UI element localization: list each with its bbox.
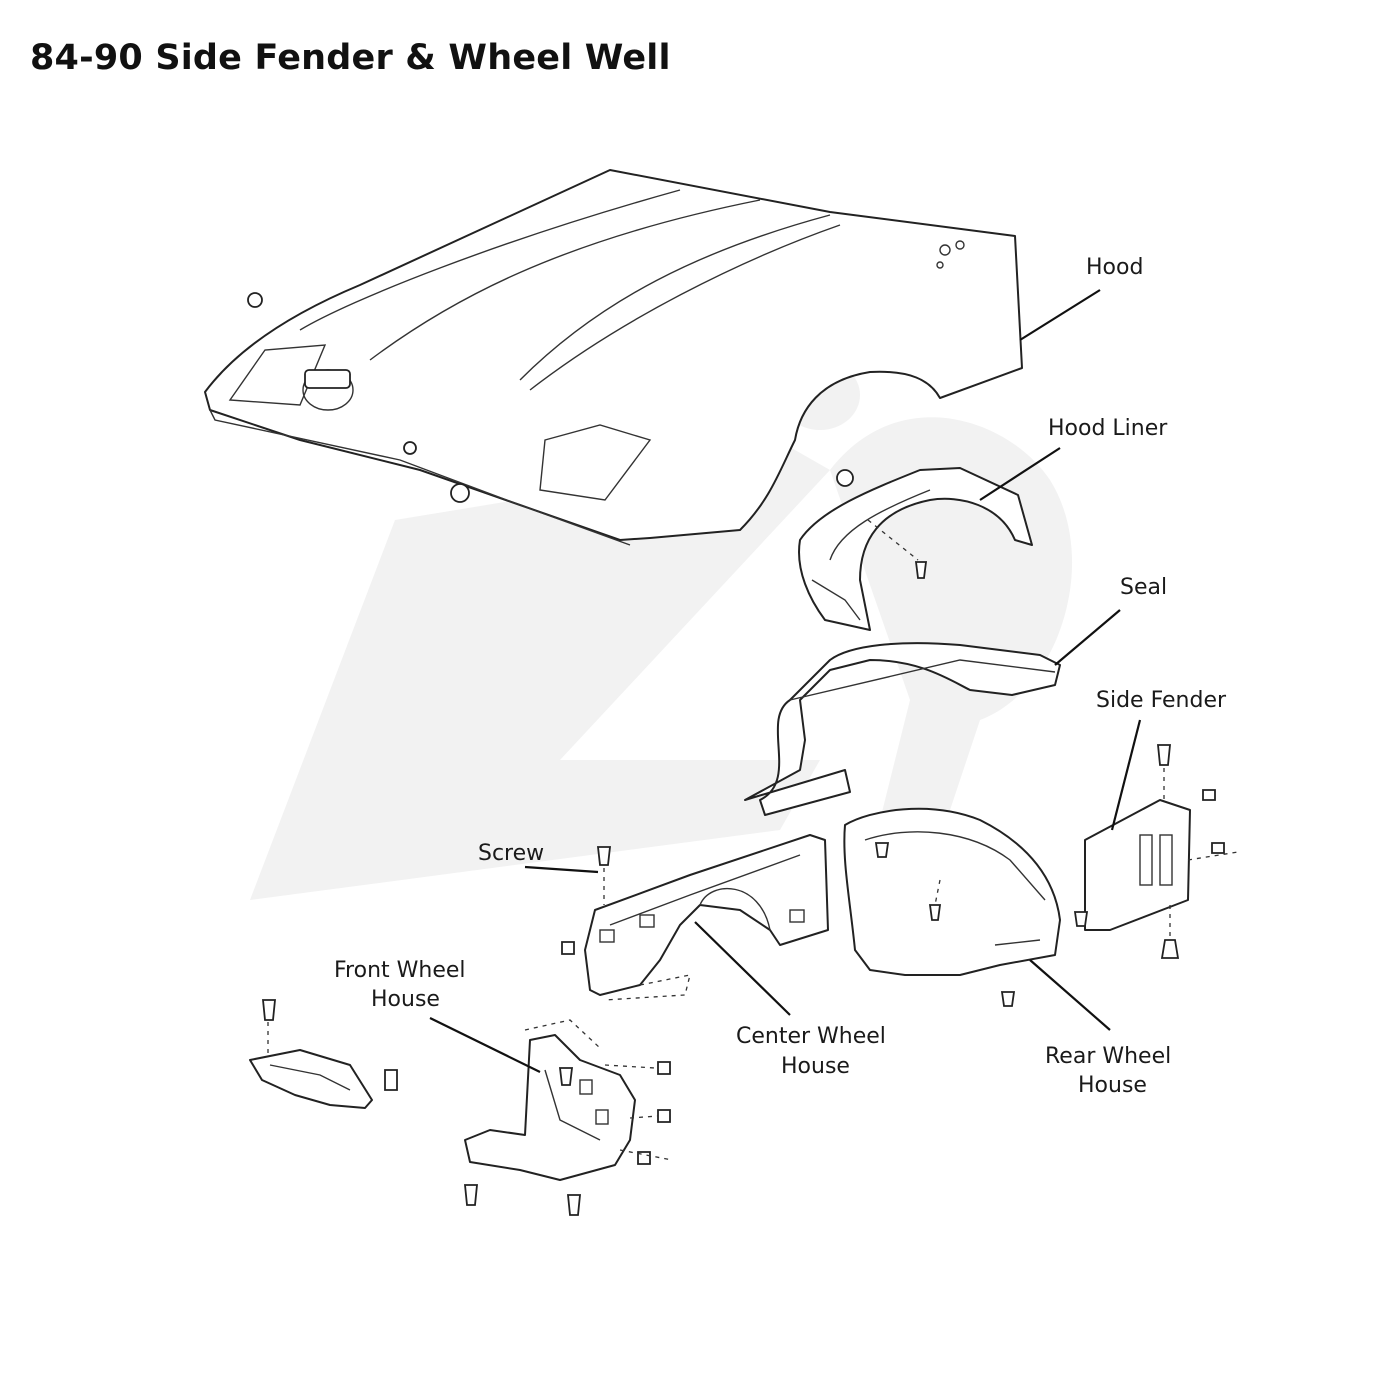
label-center-wheel-house-line1: Center Wheel	[736, 1024, 886, 1049]
center-wheel-house-leader	[694, 921, 791, 1016]
seal-leader	[1054, 609, 1121, 666]
side-fender-part	[1084, 744, 1239, 959]
label-front-wheel-house-line1: Front Wheel	[334, 958, 466, 983]
leader-lines	[429, 289, 1142, 1073]
part-labels: Hood Hood Liner Seal Side Fender Screw F…	[334, 255, 1227, 1098]
hood-leader	[1019, 289, 1101, 341]
label-side-fender: Side Fender	[1096, 688, 1227, 713]
label-screw: Screw	[478, 841, 544, 866]
rear-wheel-house-part	[843, 807, 1089, 1007]
rear-wheel-house-leader	[1029, 959, 1111, 1031]
front-wheel-house-part	[464, 1019, 673, 1216]
bracket-part	[249, 999, 398, 1109]
diagram-title: 84-90 Side Fender & Wheel Well	[30, 38, 671, 78]
label-front-wheel-house-line2: House	[371, 987, 440, 1012]
hood-part	[204, 169, 1023, 546]
screw-leader	[524, 865, 599, 874]
label-hood-liner: Hood Liner	[1048, 416, 1168, 441]
label-rear-wheel-house-line2: House	[1078, 1073, 1147, 1098]
hood-liner-leader	[979, 447, 1061, 501]
seal-part	[744, 642, 1061, 816]
label-hood: Hood	[1086, 255, 1143, 280]
front-wheel-house-leader	[429, 1017, 541, 1073]
center-wheel-house-part	[561, 834, 829, 1001]
side-fender-leader	[1110, 719, 1142, 831]
label-rear-wheel-house-line1: Rear Wheel	[1045, 1044, 1171, 1069]
label-seal: Seal	[1120, 575, 1167, 600]
hood-liner-part	[798, 467, 1033, 631]
label-center-wheel-house-line2: House	[781, 1054, 850, 1079]
